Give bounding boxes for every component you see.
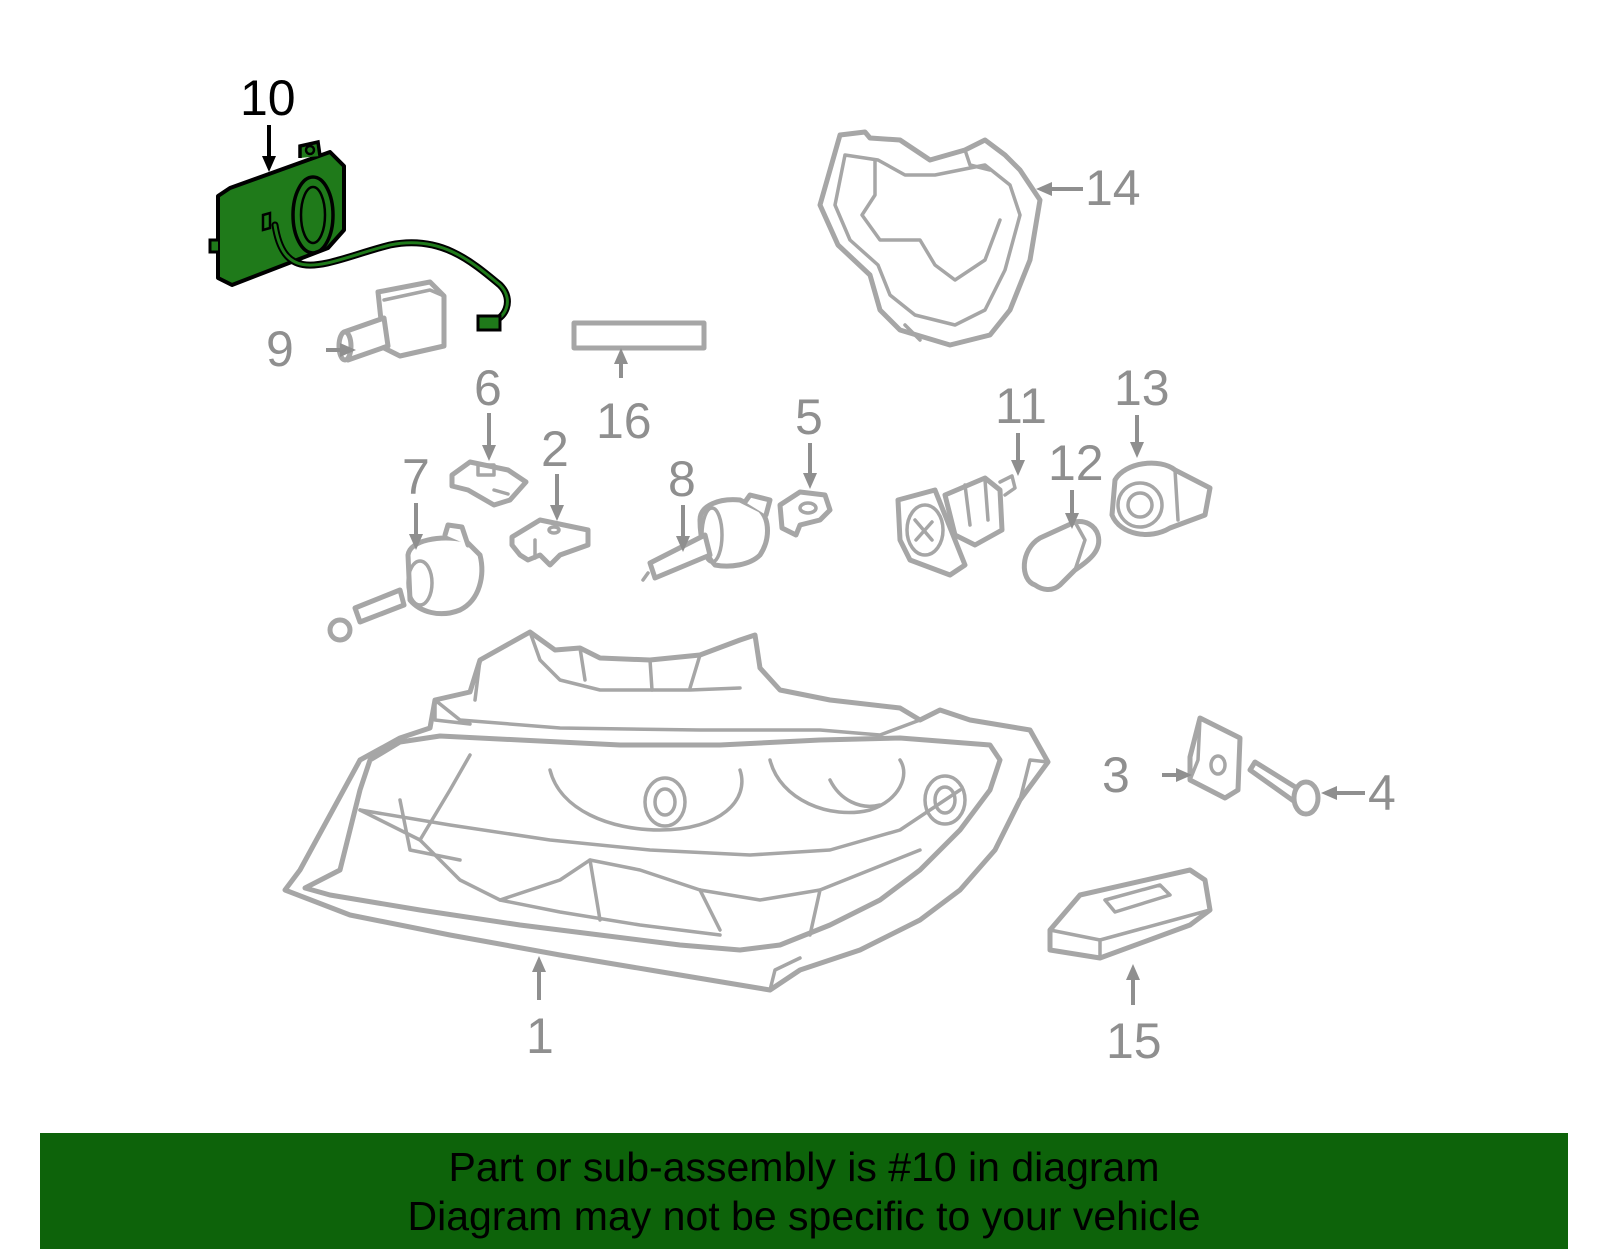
banner-line-part-number: Part or sub-assembly is #10 in diagram [448,1144,1160,1190]
part-8-halogen-bulb[interactable] [641,492,773,582]
part-11-socket[interactable] [895,474,1017,578]
part-7-bulb-socket[interactable] [327,522,485,643]
callout-10[interactable]: 10 [240,70,296,126]
callout-5[interactable]: 5 [795,389,823,445]
callout-14[interactable]: 14 [1085,160,1141,216]
callout-1[interactable]: 1 [526,1008,554,1064]
callout-2[interactable]: 2 [541,421,569,477]
part-5-retaining-clip[interactable] [777,489,833,538]
part-2-bracket[interactable] [509,517,591,568]
part-6-clip[interactable] [449,459,529,508]
info-banner: Part or sub-assembly is #10 in diagram D… [40,1133,1568,1249]
part-13-socket[interactable] [1109,460,1213,537]
part-12-bulb[interactable] [1021,519,1102,592]
leader-arrows [262,125,1365,1005]
part-15-control-module[interactable] [1047,867,1213,961]
callout-3[interactable]: 3 [1102,747,1130,803]
callout-6[interactable]: 6 [474,360,502,416]
callout-9[interactable]: 9 [266,321,294,377]
part-16-label[interactable] [571,320,707,351]
part-10-ballast-unit[interactable] [208,139,511,332]
banner-line-disclaimer: Diagram may not be specific to your vehi… [407,1193,1201,1239]
part-14-housing-cover[interactable] [817,129,1043,348]
callout-13[interactable]: 13 [1114,360,1170,416]
callout-12[interactable]: 12 [1048,435,1104,491]
callout-16[interactable]: 16 [596,393,652,449]
callout-11[interactable]: 11 [995,378,1047,434]
part-9-xenon-bulb[interactable] [336,279,447,363]
part-1-headlamp-assembly[interactable] [282,629,1051,993]
part-4-screw[interactable] [1247,759,1321,817]
callout-15[interactable]: 15 [1106,1013,1162,1069]
callout-8[interactable]: 8 [668,451,696,507]
callout-7[interactable]: 7 [402,449,430,505]
callout-4[interactable]: 4 [1368,765,1396,821]
part-3-bracket[interactable] [1187,715,1243,801]
callout-labels: 10 9 6 2 7 8 5 16 11 12 13 14 3 4 1 15 [240,70,1396,1069]
